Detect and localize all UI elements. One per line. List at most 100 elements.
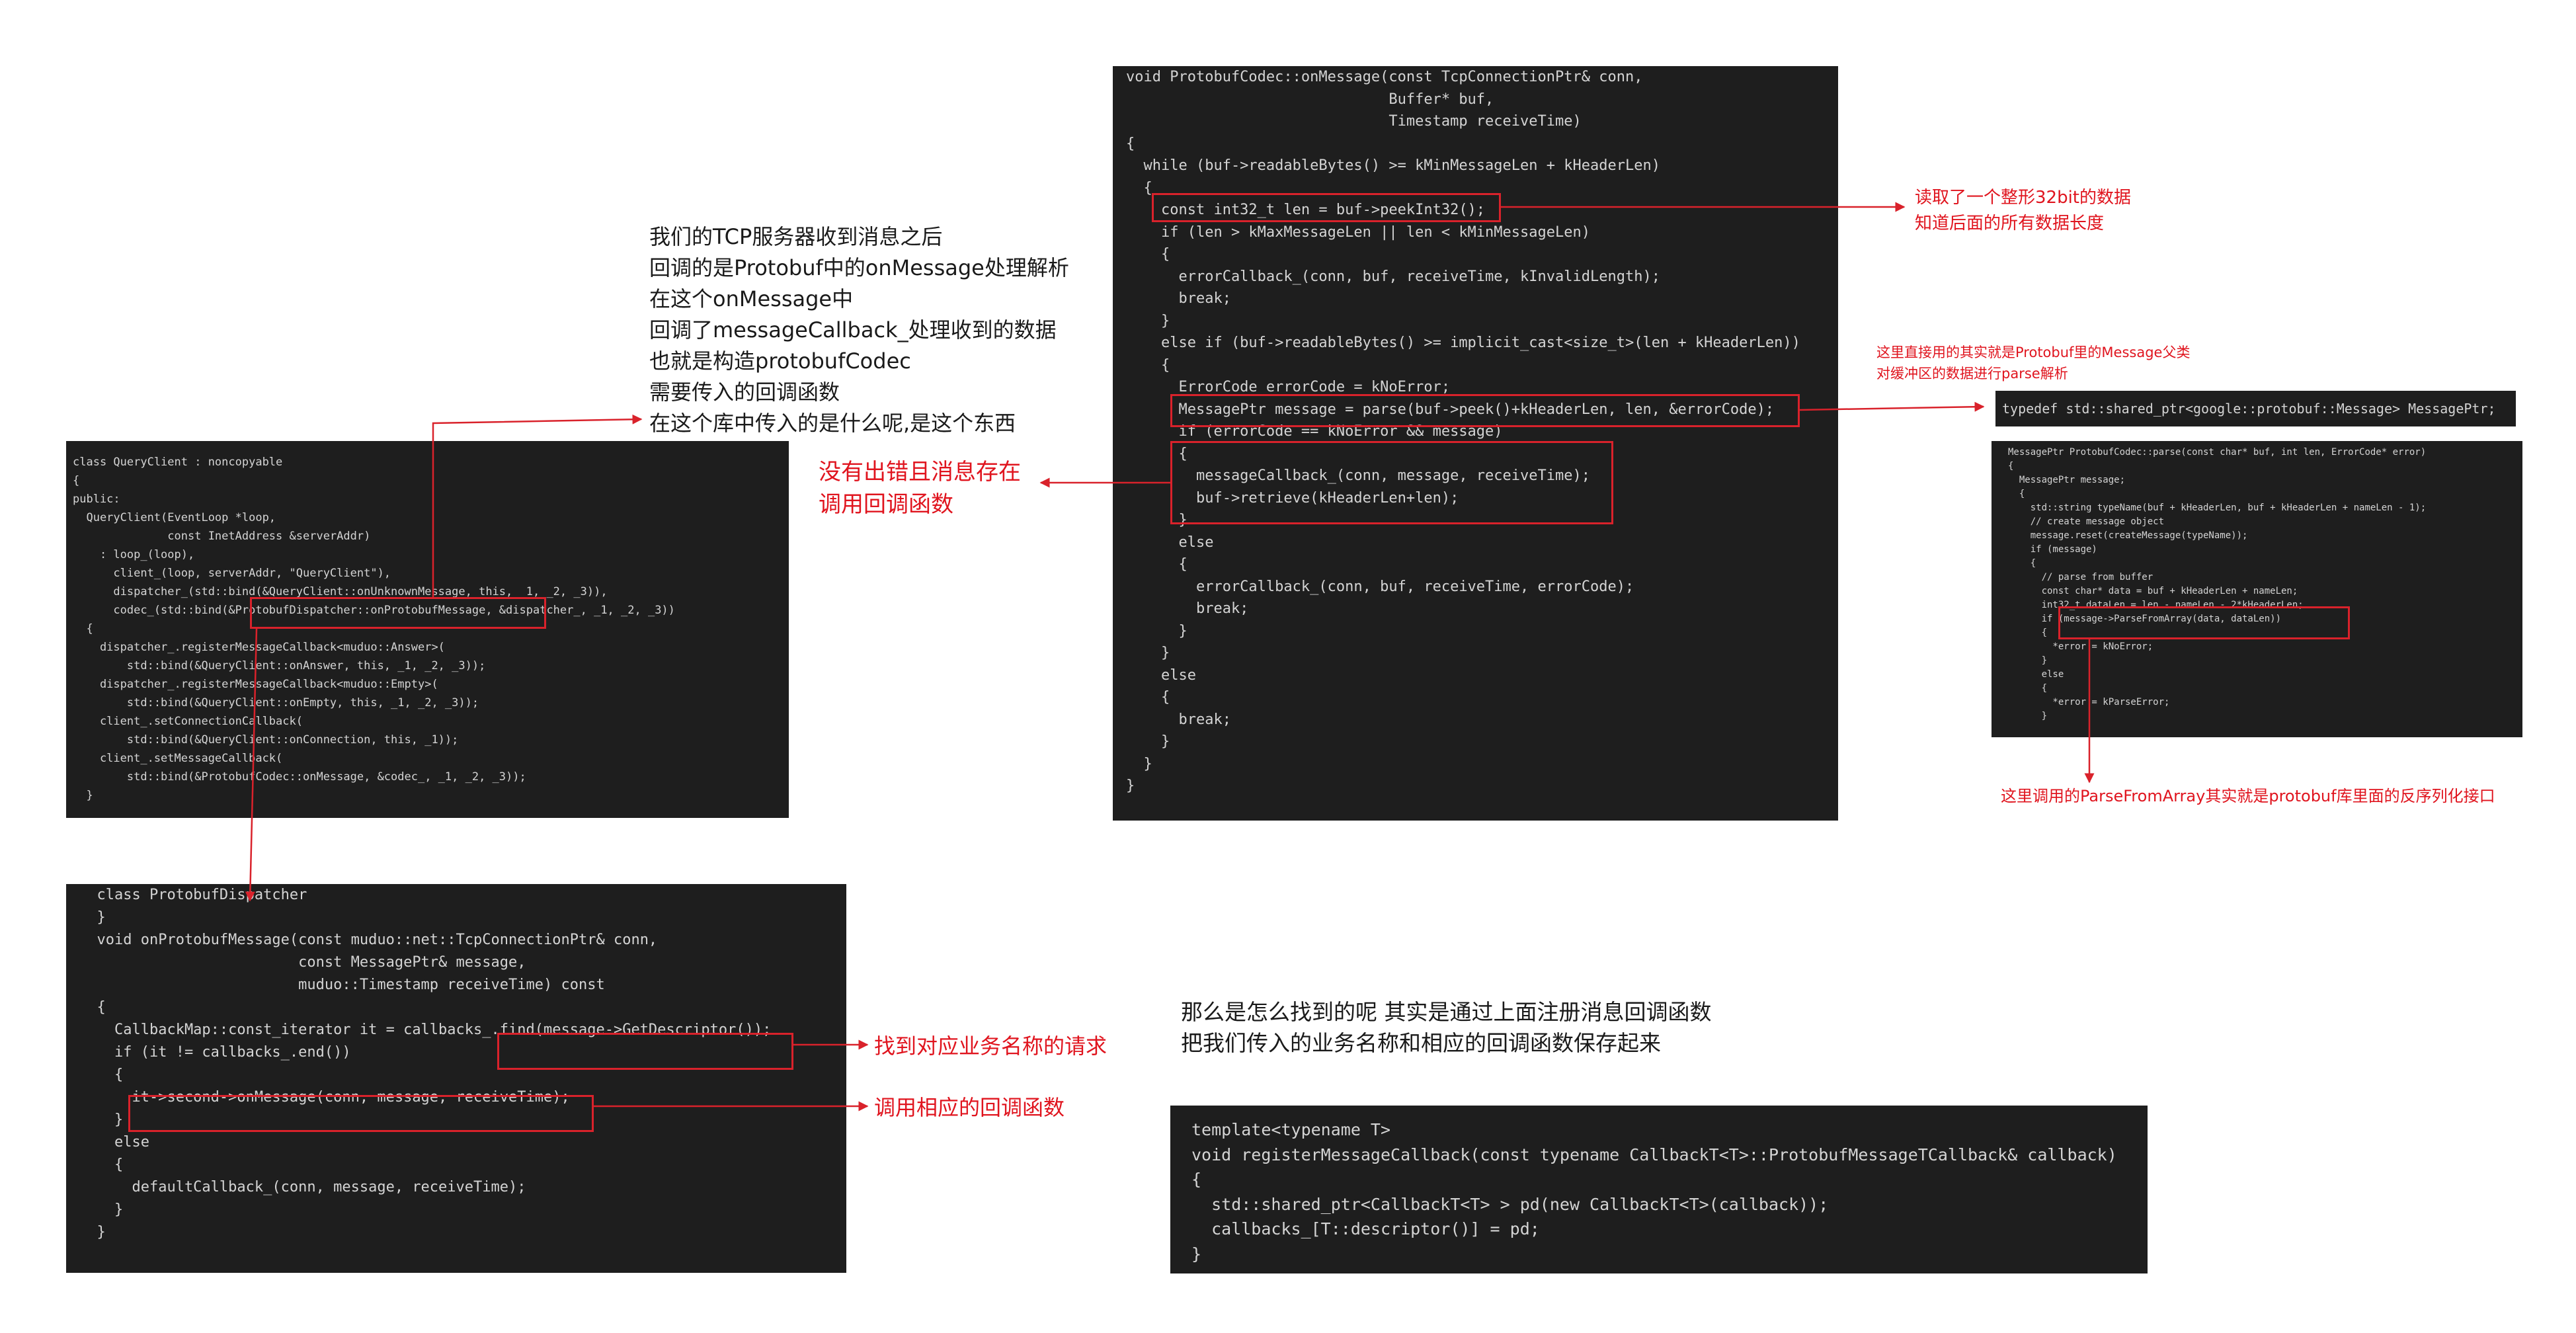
code-line: MessagePtr message = parse(buf->peek()+k… (1126, 401, 1775, 418)
code-line: { (79, 999, 106, 1016)
queryclient-code: class QueryClient : noncopyable{public: … (73, 453, 675, 805)
code-line: client_.setConnectionCallback( (73, 715, 303, 728)
code-line: { (2008, 489, 2025, 499)
code-line: *error = kParseError; (2008, 697, 2170, 707)
code-line: { (79, 1156, 124, 1173)
code-line: std::string typeName(buf + kHeaderLen, b… (2008, 503, 2427, 513)
code-line: { (2008, 627, 2048, 638)
code-line: { (2008, 558, 2036, 569)
peekint-note: 读取了一个整形32bit的数据知道后面的所有数据长度 (1915, 188, 2132, 233)
code-line: { (1126, 356, 1170, 374)
how-found-note: 那么是怎么找到的呢 其实是通过上面注册消息回调函数把我们传入的业务名称和相应的回… (1181, 999, 1712, 1056)
code-line: std::bind(&QueryClient::onConnection, th… (73, 733, 459, 747)
code-line: typedef std::shared_ptr<google::protobuf… (2002, 401, 2496, 417)
code-line: Timestamp receiveTime) (1126, 113, 1582, 130)
find-request-note: 找到对应业务名称的请求 (874, 1033, 1107, 1059)
code-line: *error = kNoError; (2008, 641, 2153, 652)
register-code: template<typename T> void registerMessage… (1191, 1117, 2117, 1266)
code-line: std::shared_ptr<CallbackT<T> > pd(new Ca… (1191, 1194, 1829, 1214)
queryclient-code-panel: class QueryClient : noncopyable{public: … (66, 441, 789, 818)
code-line: } (1126, 645, 1170, 661)
code-line: client_(loop, serverAddr, "QueryClient")… (73, 567, 391, 580)
parse-note: 这里直接用的其实就是Protobuf里的Message父类对缓冲区的数据进行pa… (1876, 344, 2191, 382)
code-line: { (1126, 135, 1135, 152)
code-line: } (1126, 778, 1135, 794)
parsefromarray-highlight (2058, 606, 2350, 639)
code-line: } (79, 909, 106, 926)
code-line: buf->retrieve(kHeaderLen+len); (1126, 489, 1459, 506)
code-line: } (73, 789, 93, 802)
no-error-note: 没有出错且消息存在调用回调函数 (819, 459, 1021, 518)
code-line: if (len > kMaxMessageLen || len < kMinMe… (1126, 223, 1590, 241)
code-line: public: (73, 493, 120, 506)
code-line: void registerMessageCallback(const typen… (1191, 1145, 2117, 1164)
code-line: void onProtobufMessage(const muduo::net:… (79, 932, 658, 948)
code-line: dispatcher_.registerMessageCallback<mudu… (73, 641, 445, 654)
code-line: it->second->onMessage(conn, message, rec… (79, 1089, 570, 1106)
parse-code: MessagePtr ProtobufCodec::parse(const ch… (2008, 446, 2426, 723)
code-line: std::bind(&QueryClient::onAnswer, this, … (73, 659, 486, 672)
register-code-panel: template<typename T> void registerMessage… (1170, 1106, 2148, 1273)
dispatcher-code-panel: class ProtobufDispatcher } void onProtob… (66, 884, 846, 1273)
code-line: errorCallback_(conn, buf, receiveTime, e… (1126, 578, 1634, 595)
code-line: break; (1126, 600, 1249, 617)
code-line: } (1126, 733, 1170, 750)
code-line: callbacks_[T::descriptor()] = pd; (1191, 1219, 1540, 1238)
dispatcher-code: class ProtobufDispatcher } void onProtob… (79, 884, 771, 1244)
code-line: client_.setMessageCallback( (73, 752, 283, 765)
code-line: CallbackMap::const_iterator it = callbac… (79, 1022, 772, 1038)
code-line: template<typename T> (1191, 1120, 1391, 1139)
code-line: } (2008, 711, 2048, 721)
code-line: MessagePtr ProtobufCodec::parse(const ch… (2008, 447, 2427, 458)
code-line: std::bind(&ProtobufCodec::onMessage, &co… (73, 770, 526, 784)
code-line: void ProtobufCodec::onMessage(const TcpC… (1126, 69, 1643, 85)
code-line: { (73, 474, 80, 487)
code-line: { (1126, 556, 1187, 573)
code-line: class ProtobufDispatcher (79, 887, 307, 903)
code-line: if (message) (2008, 544, 2097, 555)
parsefromarray-note: 这里调用的ParseFromArray其实就是protobuf库里面的反序列化接… (2001, 787, 2495, 805)
code-line: Buffer* buf, (1126, 91, 1494, 108)
code-line: const int32_t len = buf->peekInt32(); (1126, 202, 1486, 218)
code-line: } (79, 1224, 106, 1240)
onmessage-code-panel: void ProtobufCodec::onMessage(const TcpC… (1113, 66, 1838, 821)
code-line: else (1126, 534, 1214, 551)
code-line: { (2008, 461, 2014, 471)
code-line: else (79, 1134, 149, 1151)
code-line: } (2008, 655, 2048, 666)
find-descriptor-highlight (497, 1033, 793, 1070)
code-line: if (message->ParseFromArray(data, dataLe… (2008, 614, 2282, 624)
code-line: class QueryClient : noncopyable (73, 456, 283, 469)
code-line: { (1126, 445, 1187, 462)
code-line: dispatcher_.registerMessageCallback<mudu… (73, 678, 438, 691)
code-line: { (73, 622, 93, 635)
code-line: { (2008, 683, 2048, 694)
code-line: else (1126, 666, 1196, 684)
code-line: messageCallback_(conn, message, receiveT… (1126, 467, 1590, 484)
code-line: { (1126, 246, 1170, 263)
code-line: else if (buf->readableBytes() >= implici… (1126, 335, 1800, 351)
code-line: const InetAddress &serverAddr) (73, 530, 371, 543)
code-line: ErrorCode errorCode = kNoError; (1126, 379, 1451, 395)
code-line: muduo::Timestamp receiveTime) const (79, 977, 605, 993)
code-line: } (1126, 622, 1187, 639)
typedef-code-panel: typedef std::shared_ptr<google::protobuf… (1995, 391, 2516, 426)
parse-call-highlight (1170, 394, 1800, 427)
code-line: // create message object (2008, 516, 2165, 527)
typedef-code: typedef std::shared_ptr<google::protobuf… (2002, 399, 2496, 419)
code-line: : loop_(loop), (73, 548, 195, 561)
code-line: { (1191, 1170, 1202, 1189)
code-line: const char* data = buf + kHeaderLen + na… (2008, 586, 2298, 596)
code-line: message.reset(createMessage(typeName)); (2008, 530, 2248, 541)
peekint32-highlight (1152, 193, 1501, 222)
code-line: break; (1126, 290, 1231, 307)
onprotobufmessage-highlight (250, 597, 546, 629)
second-onmessage-highlight (128, 1095, 594, 1132)
parse-code-panel: MessagePtr ProtobufCodec::parse(const ch… (1992, 441, 2522, 737)
code-line: else (2008, 669, 2064, 680)
code-line: // parse from buffer (2008, 572, 2153, 583)
code-line: { (1126, 689, 1170, 706)
server-explanation-note: 我们的TCP服务器收到消息之后回调的是Protobuf中的onMessage处理… (649, 224, 1069, 436)
code-line: const MessagePtr& message, (79, 954, 526, 971)
code-line: } (1191, 1244, 1202, 1264)
